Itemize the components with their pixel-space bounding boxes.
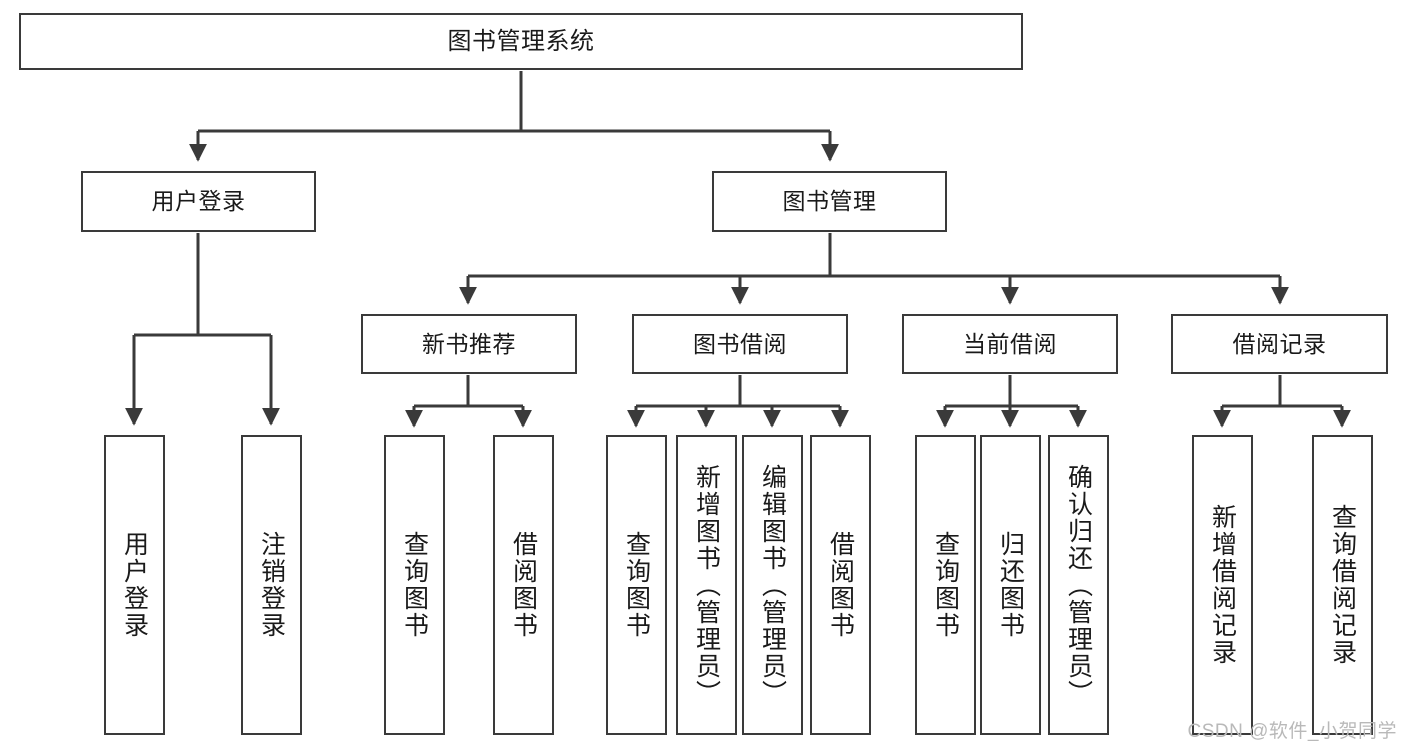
leaf-add-borrow-record[interactable]: 新增借阅记录 [1192, 435, 1253, 735]
leaf-borrow-book-recommend[interactable]: 借阅图书 [493, 435, 554, 735]
node-label: 图书借阅 [693, 330, 787, 357]
node-current-borrow[interactable]: 当前借阅 [902, 314, 1118, 374]
leaf-confirm-return-admin[interactable]: 确认归还（管理员） [1048, 435, 1109, 735]
node-label: 查询图书 [622, 531, 651, 639]
node-label: 新增借阅记录 [1208, 504, 1237, 666]
node-label: 查询借阅记录 [1328, 504, 1357, 666]
node-label: 图书管理系统 [447, 27, 595, 55]
node-label: 归还图书 [996, 531, 1025, 639]
node-label: 用户登录 [151, 188, 246, 215]
node-label: 图书管理 [782, 188, 877, 215]
node-root-system[interactable]: 图书管理系统 [19, 13, 1023, 70]
node-label: 借阅图书 [509, 531, 538, 639]
leaf-borrow-book[interactable]: 借阅图书 [810, 435, 871, 735]
leaf-add-book-admin[interactable]: 新增图书（管理员） [676, 435, 737, 735]
node-borrow-record[interactable]: 借阅记录 [1171, 314, 1388, 374]
node-label: 查询图书 [931, 531, 960, 639]
node-label: 借阅记录 [1232, 330, 1327, 357]
leaf-edit-book-admin[interactable]: 编辑图书（管理员） [742, 435, 803, 735]
node-label: 新书推荐 [422, 330, 516, 357]
leaf-query-book-recommend[interactable]: 查询图书 [384, 435, 445, 735]
node-label: 查询图书 [400, 531, 429, 639]
node-label: 编辑图书（管理员） [758, 463, 787, 707]
node-label: 新增图书（管理员） [692, 463, 721, 707]
leaf-query-borrow-record[interactable]: 查询借阅记录 [1312, 435, 1373, 735]
node-user-login[interactable]: 用户登录 [81, 171, 316, 232]
leaf-user-login[interactable]: 用户登录 [104, 435, 165, 735]
node-label: 借阅图书 [826, 531, 855, 639]
node-new-book-recommend[interactable]: 新书推荐 [361, 314, 577, 374]
leaf-user-logout[interactable]: 注销登录 [241, 435, 302, 735]
leaf-query-book-borrow[interactable]: 查询图书 [606, 435, 667, 735]
node-book-borrow[interactable]: 图书借阅 [632, 314, 848, 374]
node-book-management[interactable]: 图书管理 [712, 171, 947, 232]
node-label: 当前借阅 [963, 330, 1057, 357]
node-label: 用户登录 [120, 531, 149, 639]
watermark: CSDN @软件_小贺同学 [1187, 721, 1397, 742]
leaf-return-book[interactable]: 归还图书 [980, 435, 1041, 735]
leaf-query-book-current[interactable]: 查询图书 [915, 435, 976, 735]
node-label: 确认归还（管理员） [1064, 463, 1093, 707]
node-label: 注销登录 [257, 531, 286, 639]
